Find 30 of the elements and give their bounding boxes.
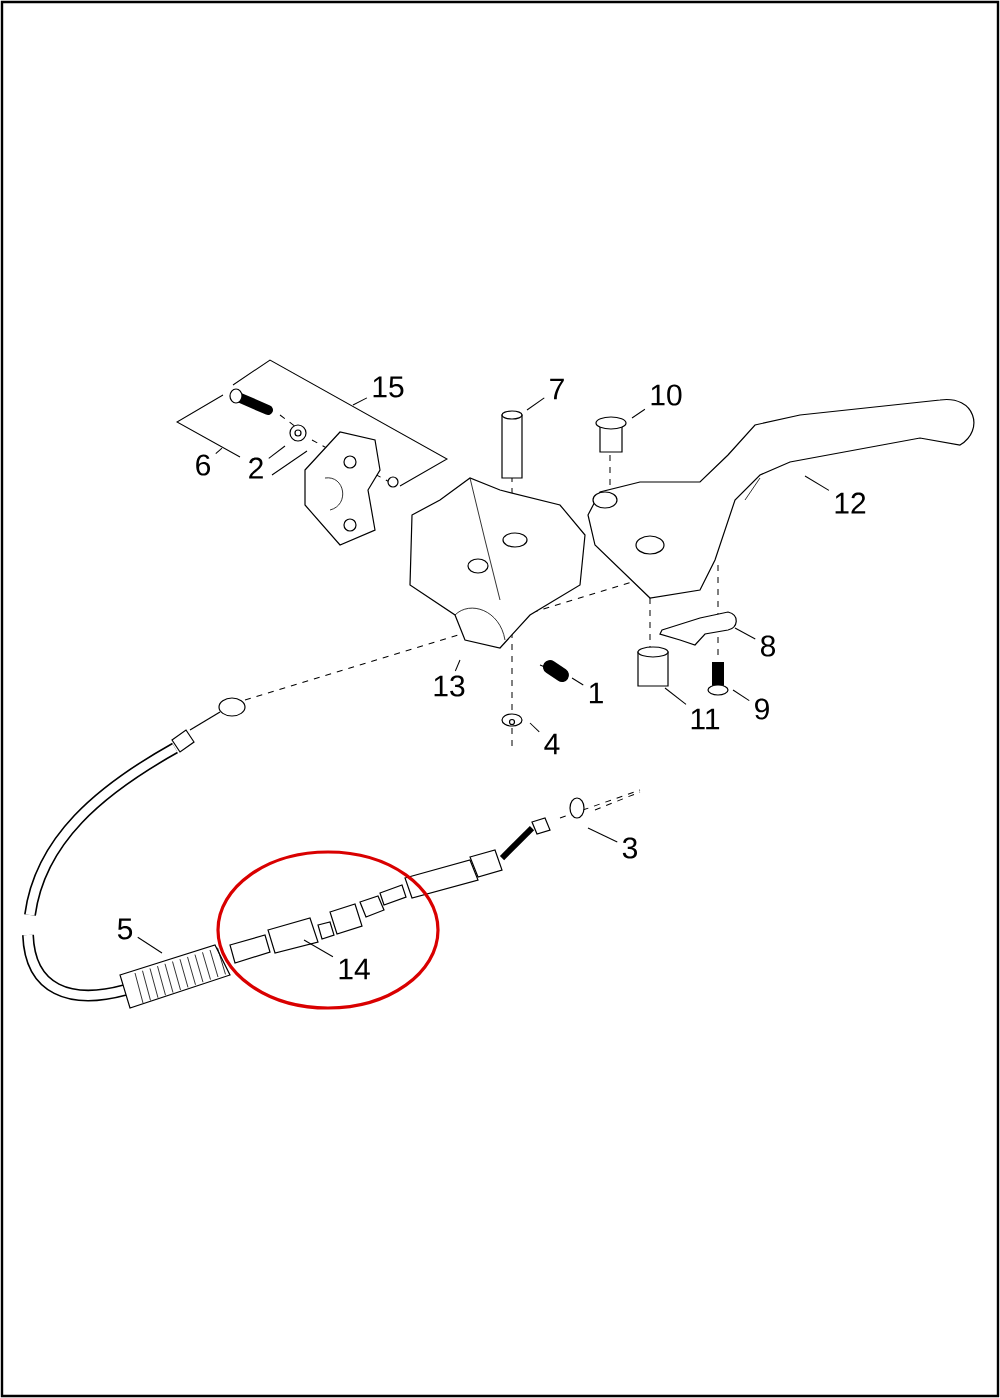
callout-number: 9	[755, 698, 769, 720]
callout-number: 7	[550, 378, 564, 400]
callout-number: 8	[761, 635, 776, 657]
callout-number: 5	[117, 918, 133, 940]
leader-line	[137, 936, 163, 954]
callout-number: 14	[339, 958, 370, 980]
leader-line	[454, 659, 461, 672]
leader-line	[734, 627, 756, 640]
callout-number: 4	[544, 733, 560, 755]
callout-number: 12	[835, 492, 866, 514]
leader-line	[268, 445, 286, 459]
leader-line	[215, 447, 223, 455]
callout-number: 15	[373, 376, 404, 398]
callout-number: 6	[196, 454, 211, 476]
leader-line	[529, 722, 540, 733]
leader-line	[804, 475, 830, 491]
leader-line	[303, 939, 334, 958]
leader-line	[631, 408, 646, 419]
leader-line	[587, 827, 618, 843]
callout-number: 2	[249, 457, 263, 479]
callout-number: 13	[434, 675, 465, 697]
callout-number: 1	[589, 682, 603, 704]
leader-line	[732, 689, 750, 702]
leader-line	[352, 397, 368, 406]
leader-line	[571, 677, 584, 686]
callout-number: 3	[622, 837, 638, 859]
leader-line	[664, 687, 687, 705]
callout-number: 11	[691, 708, 720, 730]
leader-line	[526, 397, 545, 411]
callout-number: 10	[651, 384, 682, 406]
